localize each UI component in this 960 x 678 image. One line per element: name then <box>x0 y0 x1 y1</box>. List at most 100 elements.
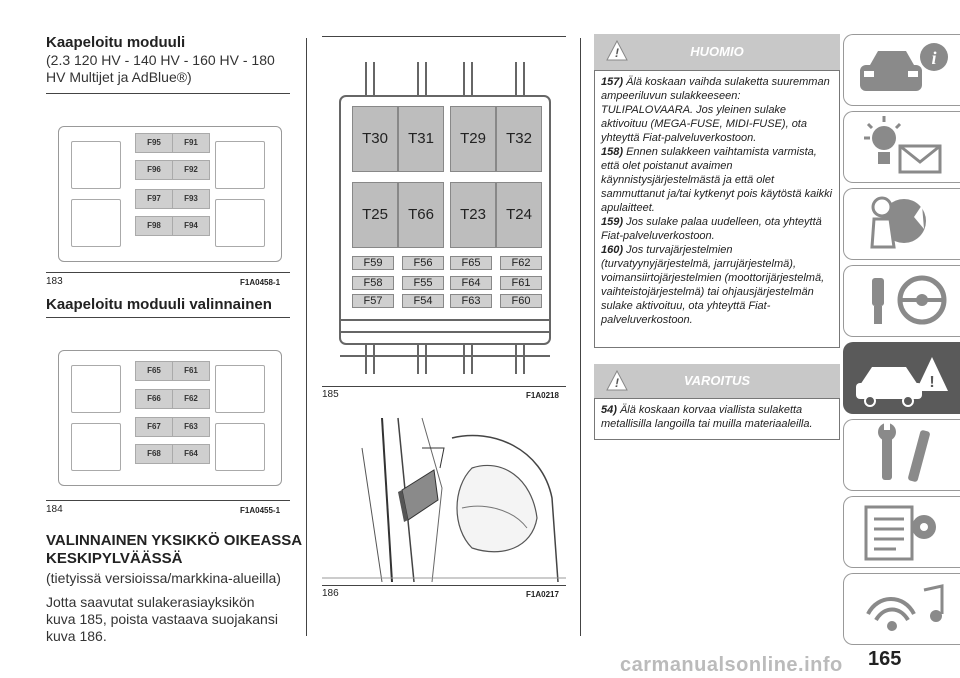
car-breakdown-icon: ! <box>856 357 948 407</box>
fuse-label: F55 <box>402 276 444 290</box>
wrench-icon <box>878 422 930 482</box>
center-console-illustration <box>322 408 566 583</box>
key-wheel-icon <box>872 275 947 325</box>
fuse-module-figure-184: F65 F61 F66 F62 F67 F63 F68 F64 <box>58 350 282 486</box>
fuse-label: F67 <box>135 417 173 437</box>
fuse-label: F97 <box>135 189 173 209</box>
tab-car-info[interactable]: i <box>843 34 960 106</box>
warning-item: 159) Jos sulake palaa uudelleen, ota yht… <box>601 215 833 243</box>
figure-rule <box>322 585 566 586</box>
warning-item: 158) Ennen sulakkeen vaihtamista varmist… <box>601 145 833 215</box>
heading-cable-module: Kaapeloitu moduuli <box>46 34 186 51</box>
checklist-gear-icon <box>864 505 936 561</box>
fuse-label: F58 <box>352 276 394 290</box>
svg-text:!: ! <box>615 376 619 390</box>
figure-number: 184 <box>46 504 63 515</box>
varoitus-title: VAROITUS <box>683 373 751 388</box>
figure-top-rule <box>322 36 566 37</box>
figure-code: F1A0455-1 <box>240 506 281 515</box>
fuse-module-figure-183: F95 F91 F96 F92 F97 F93 F98 F94 <box>58 126 282 262</box>
fuse-label: F54 <box>402 294 444 308</box>
fuse-label: F65 <box>135 361 173 381</box>
column-divider <box>306 38 307 636</box>
tab-emergency[interactable]: ! <box>843 342 960 414</box>
figure-number: 183 <box>46 276 63 287</box>
fuse-label: F93 <box>172 189 210 209</box>
fuse-label: F62 <box>172 389 210 409</box>
warning-item-text: Jos sulake palaa uudelleen, ota yhteyttä… <box>601 216 822 242</box>
tab-safety[interactable] <box>843 188 960 260</box>
relay-label: T25 <box>352 182 398 248</box>
fuse-label: F57 <box>352 294 394 308</box>
varoitus-header: ! VAROITUS <box>594 364 840 398</box>
figure-rule <box>46 500 290 501</box>
warning-triangle-icon: ! <box>606 369 628 392</box>
subheading-engine-versions-line1: (2.3 120 HV - 140 HV - 160 HV - 180 <box>46 52 275 68</box>
paragraph-instructions-line2: kuva 185, poista vastaava suojakansi <box>46 611 278 627</box>
lights-mail-icon <box>864 116 942 174</box>
huomio-body: 157) Älä koskaan vaihda sulaketta suurem… <box>594 70 840 348</box>
car-info-icon: i <box>860 43 948 91</box>
warning-item-number: 158) <box>601 146 624 158</box>
module-slot <box>71 141 121 189</box>
module-slot <box>215 365 265 413</box>
paragraph-instructions-line3: kuva 186. <box>46 628 107 644</box>
watermark: carmanualsonline.info <box>620 654 843 676</box>
varoitus-body: 54) Älä koskaan korvaa viallista sulaket… <box>594 398 840 440</box>
module-slot <box>71 199 121 247</box>
tab-starting-driving[interactable] <box>843 265 960 337</box>
heading-optional-unit-line2: KESKIPYLVÄÄSSÄ <box>46 550 183 567</box>
warning-item-number: 159) <box>601 216 624 228</box>
tab-multimedia[interactable] <box>843 573 960 645</box>
figure-number: 185 <box>322 389 339 400</box>
module-slot <box>215 423 265 471</box>
module-slot <box>215 199 265 247</box>
fuse-box-frame-drawing <box>339 62 551 374</box>
fuse-label: F60 <box>500 294 542 308</box>
figure-rule <box>46 272 290 273</box>
warning-item: 160) Jos turvajärjestelmien (turvatyynyj… <box>601 243 833 327</box>
warning-item: 54) Älä koskaan korvaa viallista sulaket… <box>601 403 833 431</box>
fuse-label: F61 <box>172 361 210 381</box>
paragraph-instructions-line1: Jotta saavutat sulakerasiayksikön <box>46 594 255 610</box>
fuse-label: F61 <box>500 276 542 290</box>
tab-maintenance[interactable] <box>843 419 960 491</box>
fuse-label: F96 <box>135 160 173 180</box>
figure-code: F1A0217 <box>526 590 559 599</box>
svg-text:!: ! <box>929 374 934 391</box>
fuse-label: F95 <box>135 133 173 153</box>
fuse-label: F59 <box>352 256 394 270</box>
divider <box>46 317 290 318</box>
fuse-label: F68 <box>135 444 173 464</box>
warning-item-number: 157) <box>601 76 624 88</box>
huomio-header: ! HUOMIO <box>594 34 840 70</box>
fuse-label: F63 <box>450 294 492 308</box>
relay-label: T24 <box>496 182 542 248</box>
fuse-label: F62 <box>500 256 542 270</box>
module-slot <box>71 365 121 413</box>
module-slot <box>71 423 121 471</box>
fuse-label: F63 <box>172 417 210 437</box>
relay-label: T30 <box>352 106 398 172</box>
tab-lights-messages[interactable] <box>843 111 960 183</box>
figure-rule <box>322 386 566 387</box>
column-divider <box>580 38 581 636</box>
warning-triangle-icon: ! <box>606 39 628 62</box>
relay-label: T31 <box>398 106 444 172</box>
airbag-person-icon <box>870 196 926 249</box>
divider <box>46 93 290 94</box>
relay-label: T23 <box>450 182 496 248</box>
figure-number: 186 <box>322 588 339 599</box>
module-slot <box>215 141 265 189</box>
fuse-label: F66 <box>135 389 173 409</box>
relay-label: T66 <box>398 182 444 248</box>
warning-item-text: Ennen sulakkeen vaihtamista varmista, et… <box>601 146 833 214</box>
multimedia-icon <box>866 584 944 631</box>
fuse-label: F64 <box>172 444 210 464</box>
tab-technical-data[interactable] <box>843 496 960 568</box>
fuse-label: F65 <box>450 256 492 270</box>
warning-item-number: 54) <box>601 404 617 416</box>
figure-code: F1A0218 <box>526 391 559 400</box>
fuse-label: F98 <box>135 216 173 236</box>
relay-label: T32 <box>496 106 542 172</box>
